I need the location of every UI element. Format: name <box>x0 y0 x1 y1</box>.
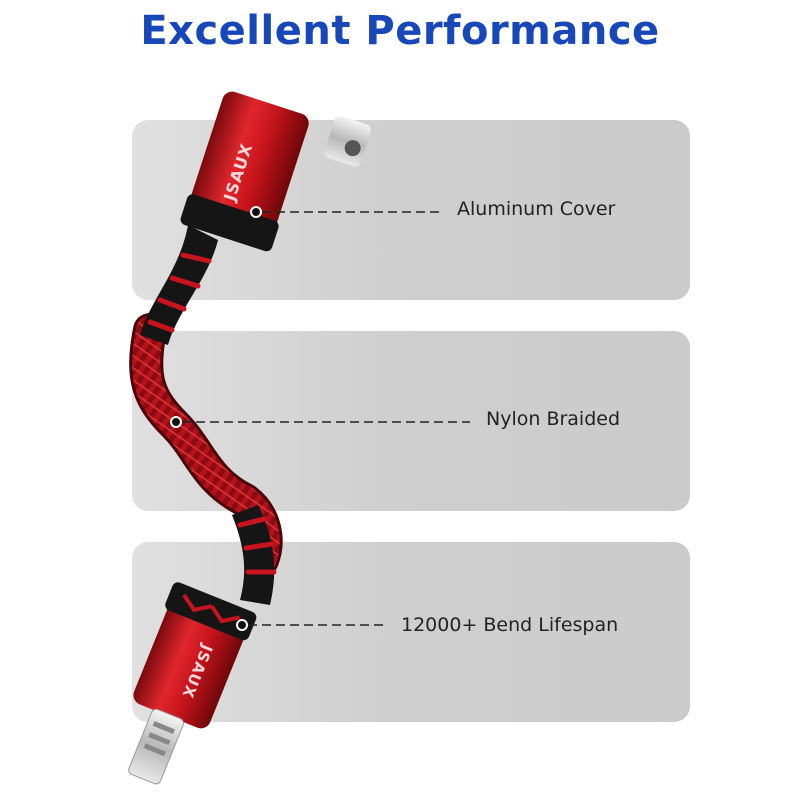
lightning-connector-housing: JSAUX <box>133 582 257 729</box>
callout-aluminum-cover <box>250 206 442 218</box>
audio-jack-housing: JSAUX <box>180 91 309 252</box>
feature-label-nylon-braided: Nylon Braided <box>486 408 621 430</box>
lower-strain-relief <box>232 505 277 605</box>
upper-strain-relief <box>140 225 218 345</box>
page-title: Excellent Performance <box>140 8 660 54</box>
callout-nylon-braided <box>170 416 470 428</box>
callout-bend-lifespan <box>236 619 388 631</box>
audio-jack-port <box>324 115 371 167</box>
feature-label-bend-lifespan: 12000+ Bend Lifespan <box>401 614 619 636</box>
lightning-plug <box>128 708 184 785</box>
feature-label-aluminum-cover: Aluminum Cover <box>457 198 616 220</box>
